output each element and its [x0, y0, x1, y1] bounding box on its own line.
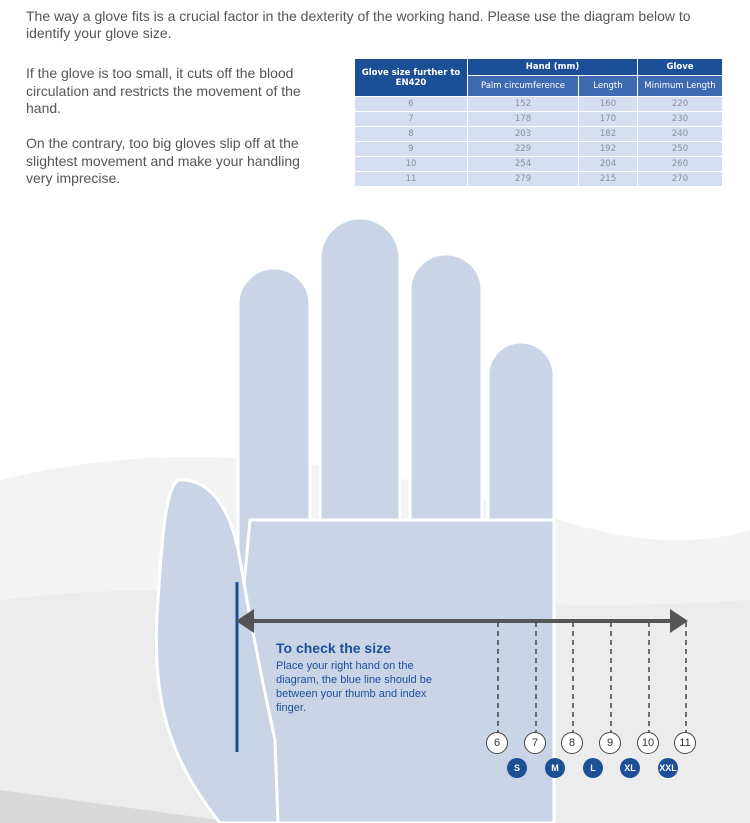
cell: 250	[637, 141, 723, 157]
col-min-length: Minimum Length	[637, 75, 723, 97]
check-size-body: Place your right hand on the diagram, th…	[276, 660, 432, 714]
size-marker-10: 10	[637, 732, 659, 754]
cell: 254	[467, 156, 579, 172]
col-palm: Palm circumference	[467, 75, 579, 97]
cell: 152	[467, 96, 579, 112]
size-marker-7: 7	[524, 732, 546, 754]
header-glove: Glove	[637, 58, 723, 76]
cell: 220	[637, 96, 723, 112]
cell: 230	[637, 111, 723, 127]
size-letter-xl: XL	[620, 758, 640, 778]
too-small-text: If the glove is too small, it cuts off t…	[26, 65, 301, 116]
size-marker-9: 9	[599, 732, 621, 754]
size-guide-lines	[497, 622, 687, 732]
background-corner	[0, 790, 240, 823]
cell: 203	[467, 126, 579, 142]
size-letter-s: S	[507, 758, 527, 778]
cell: 279	[467, 171, 579, 187]
cell: 7	[354, 111, 468, 127]
cell: 160	[578, 96, 638, 112]
cell: 192	[578, 141, 638, 157]
cell: 229	[467, 141, 579, 157]
cell: 270	[637, 171, 723, 187]
cell: 8	[354, 126, 468, 142]
check-size-title: To check the size	[276, 640, 391, 656]
col-length: Length	[578, 75, 638, 97]
cell: 178	[467, 111, 579, 127]
thumb	[154, 478, 280, 823]
check-size-box: To check the size Place your right hand …	[276, 640, 446, 715]
intro-text: The way a glove fits is a crucial factor…	[26, 8, 691, 41]
size-letter-l: L	[583, 758, 603, 778]
cell: 9	[354, 141, 468, 157]
too-big-text: On the contrary, too big gloves slip off…	[26, 135, 300, 186]
hand-silhouette	[154, 216, 556, 823]
arrow-right-head	[670, 609, 688, 633]
cell: 215	[578, 171, 638, 187]
cell: 170	[578, 111, 638, 127]
size-letter-xxl: XXL	[658, 758, 678, 778]
cell: 240	[637, 126, 723, 142]
size-marker-6: 6	[486, 732, 508, 754]
cell: 182	[578, 126, 638, 142]
header-hand: Hand (mm)	[467, 58, 638, 76]
header-size: Glove size further to EN420	[354, 58, 468, 97]
arrow-left-head	[236, 609, 254, 633]
cell: 260	[637, 156, 723, 172]
cell: 6	[354, 96, 468, 112]
size-letter-m: M	[545, 758, 565, 778]
size-marker-8: 8	[561, 732, 583, 754]
size-marker-11: 11	[674, 732, 696, 754]
size-table: Glove size further to EN420 Hand (mm) Gl…	[354, 58, 723, 187]
cell: 204	[578, 156, 638, 172]
cell: 11	[354, 171, 468, 187]
cell: 10	[354, 156, 468, 172]
